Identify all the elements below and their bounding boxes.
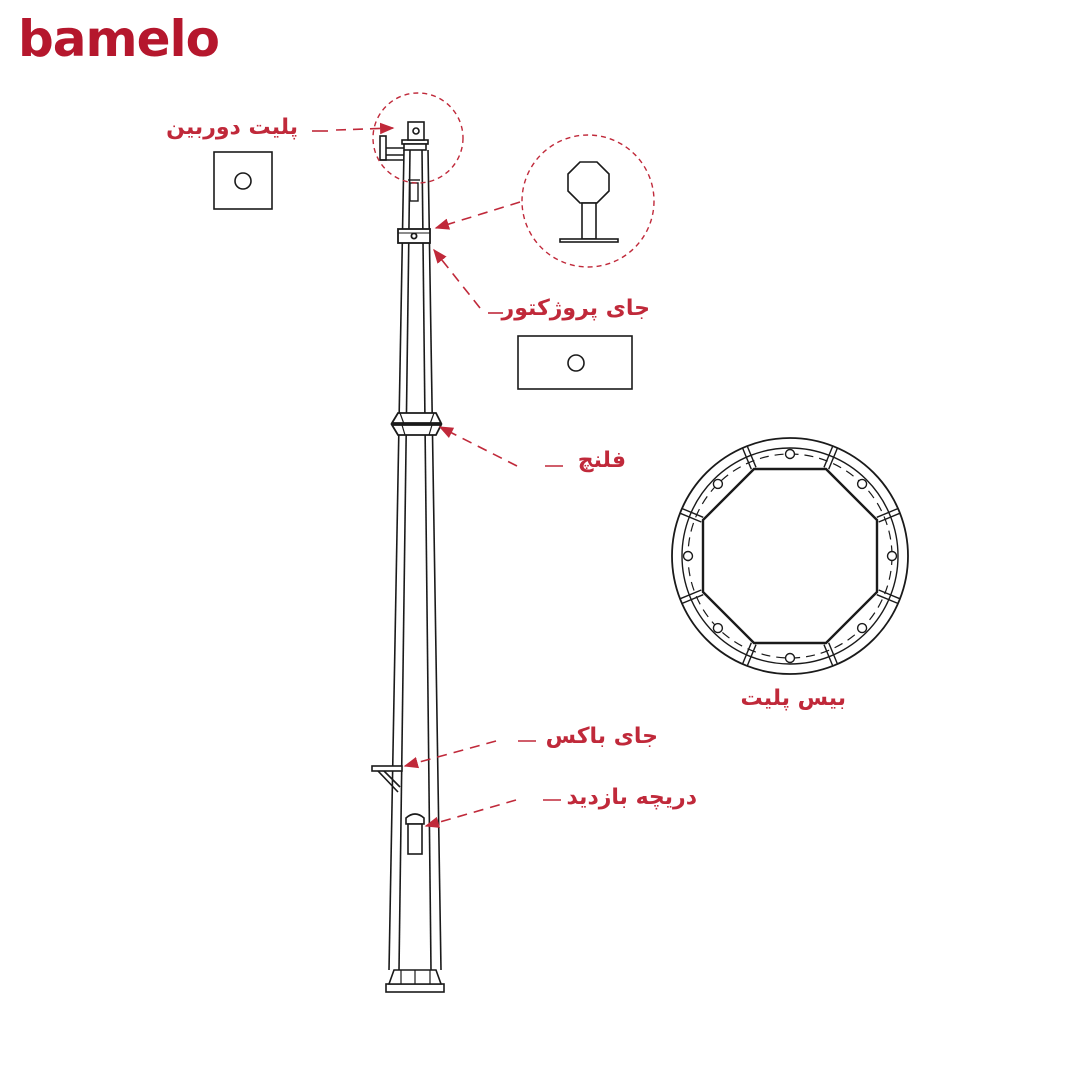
bolt-hole bbox=[784, 652, 796, 664]
bolt-hole bbox=[682, 550, 694, 562]
gusset-line bbox=[681, 594, 704, 605]
bolt-hole bbox=[886, 550, 898, 562]
base-plate-octagon bbox=[701, 467, 879, 645]
projector-mount-label: جای پروژکتور bbox=[501, 296, 650, 321]
leader-lines bbox=[312, 122, 563, 828]
leader-projector-detail bbox=[434, 201, 521, 230]
camera-plate-assembly bbox=[379, 121, 425, 161]
base-plate-label: بیس پلیت bbox=[740, 686, 846, 711]
base-plate-inner-ring bbox=[681, 447, 899, 665]
camera-detail-circle bbox=[372, 92, 464, 184]
leader-flange-arrow bbox=[438, 426, 518, 467]
base-plate-outer-ring bbox=[671, 437, 909, 675]
box-mount-label: جای باکس bbox=[545, 724, 658, 749]
bolt-hole bbox=[712, 478, 724, 490]
pole-base bbox=[385, 969, 445, 993]
gusset-line bbox=[823, 445, 834, 468]
gusset-line bbox=[828, 447, 839, 470]
base-plate-bolt-holes bbox=[682, 448, 898, 664]
gusset-line bbox=[878, 512, 901, 523]
base-plate-gussets bbox=[679, 445, 901, 667]
box-mount-bracket bbox=[371, 765, 403, 793]
gusset-line bbox=[876, 594, 899, 605]
projector-mount-clamp bbox=[397, 228, 431, 244]
camera-plate-detail bbox=[213, 151, 273, 210]
gusset-line bbox=[681, 507, 704, 518]
bolt-hole bbox=[784, 448, 796, 460]
inspection-door-label: دریچه بازدید bbox=[566, 785, 697, 810]
inspection-door bbox=[405, 813, 425, 855]
bamelo-logo: bamelo bbox=[18, 10, 220, 68]
leader-box-arrow bbox=[403, 740, 497, 769]
bolt-hole bbox=[712, 622, 724, 634]
gusset-line bbox=[746, 445, 757, 468]
leader-projector-arrow bbox=[433, 248, 481, 309]
flange bbox=[390, 412, 443, 436]
leader-camera-plate-arrow bbox=[335, 122, 395, 135]
projector-detail-circle bbox=[521, 134, 655, 268]
gusset-line bbox=[876, 507, 899, 518]
gusset-line bbox=[878, 589, 901, 600]
base-plate-drawing bbox=[671, 437, 909, 675]
bolt-hole bbox=[856, 478, 868, 490]
pole bbox=[388, 139, 442, 971]
gusset-line bbox=[741, 642, 752, 665]
gusset-line bbox=[679, 512, 702, 523]
bolt-hole bbox=[856, 622, 868, 634]
gusset-line bbox=[679, 589, 702, 600]
camera-plate-label: پلیت دوربین bbox=[166, 115, 298, 140]
projector-plate-detail bbox=[517, 335, 633, 390]
gusset-line bbox=[828, 642, 839, 665]
gusset-line bbox=[741, 447, 752, 470]
projector-detail-drawing bbox=[559, 161, 619, 243]
gusset-line bbox=[823, 644, 834, 667]
gusset-line bbox=[746, 644, 757, 667]
flange-label: فلنچ bbox=[577, 448, 626, 473]
leader-door-arrow bbox=[424, 799, 517, 828]
